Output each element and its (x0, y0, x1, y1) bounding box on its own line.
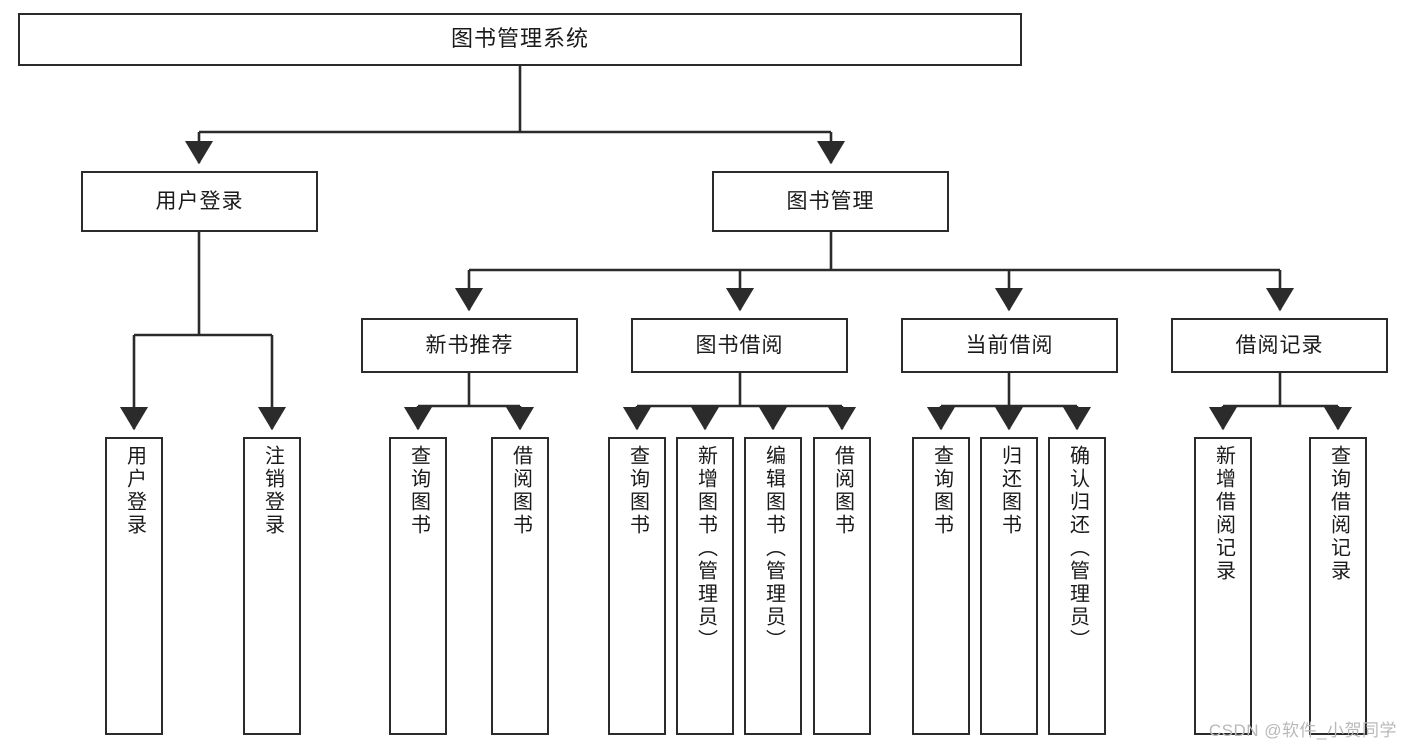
node-book-manage[interactable]: 图书管理 (712, 171, 949, 232)
node-current-borrow-label: 当前借阅 (965, 333, 1054, 357)
node-new-book-rec[interactable]: 新书推荐 (361, 318, 578, 373)
node-leaf-confirm-return-admin[interactable]: 确认归还（管理员） (1048, 437, 1106, 735)
node-leaf-user-login[interactable]: 用户登录 (105, 437, 163, 735)
node-leaf-return-book[interactable]: 归还图书 (980, 437, 1038, 735)
node-root[interactable]: 图书管理系统 (18, 13, 1022, 66)
node-leaf-borrow-book-1[interactable]: 借阅图书 (491, 437, 549, 735)
node-leaf-query-book-1[interactable]: 查询图书 (389, 437, 447, 735)
node-leaf-edit-book-admin-label: 编辑图书（管理员） (762, 445, 785, 652)
node-user-login-label: 用户登录 (155, 189, 244, 213)
node-borrow-record-label: 借阅记录 (1235, 333, 1324, 357)
node-new-book-rec-label: 新书推荐 (425, 333, 514, 357)
node-leaf-edit-book-admin[interactable]: 编辑图书（管理员） (744, 437, 802, 735)
node-book-borrow-label: 图书借阅 (695, 333, 784, 357)
node-leaf-query-book-2[interactable]: 查询图书 (608, 437, 666, 735)
node-leaf-query-record-label: 查询借阅记录 (1327, 445, 1350, 583)
node-leaf-user-login-label: 用户登录 (123, 445, 146, 537)
node-leaf-borrow-book-2[interactable]: 借阅图书 (813, 437, 871, 735)
node-leaf-borrow-book-1-label: 借阅图书 (509, 445, 532, 537)
node-leaf-add-book-admin[interactable]: 新增图书（管理员） (676, 437, 734, 735)
node-book-borrow[interactable]: 图书借阅 (631, 318, 848, 373)
node-current-borrow[interactable]: 当前借阅 (901, 318, 1118, 373)
node-leaf-query-book-1-label: 查询图书 (407, 445, 430, 537)
node-root-label: 图书管理系统 (450, 26, 589, 52)
node-leaf-add-record-label: 新增借阅记录 (1212, 445, 1235, 583)
node-leaf-query-book-3-label: 查询图书 (930, 445, 953, 537)
node-leaf-add-record[interactable]: 新增借阅记录 (1194, 437, 1252, 735)
node-leaf-confirm-return-admin-label: 确认归还（管理员） (1066, 445, 1089, 652)
node-leaf-logout[interactable]: 注销登录 (243, 437, 301, 735)
node-borrow-record[interactable]: 借阅记录 (1171, 318, 1388, 373)
node-leaf-borrow-book-2-label: 借阅图书 (831, 445, 854, 537)
node-leaf-logout-label: 注销登录 (261, 445, 284, 537)
node-user-login[interactable]: 用户登录 (81, 171, 318, 232)
node-leaf-query-book-3[interactable]: 查询图书 (912, 437, 970, 735)
csdn-watermark: CSDN @软件_小贺同学 (1208, 721, 1397, 740)
node-leaf-query-book-2-label: 查询图书 (626, 445, 649, 537)
node-book-manage-label: 图书管理 (786, 189, 875, 213)
node-leaf-query-record[interactable]: 查询借阅记录 (1309, 437, 1367, 735)
node-leaf-add-book-admin-label: 新增图书（管理员） (694, 445, 717, 652)
node-leaf-return-book-label: 归还图书 (998, 445, 1021, 537)
